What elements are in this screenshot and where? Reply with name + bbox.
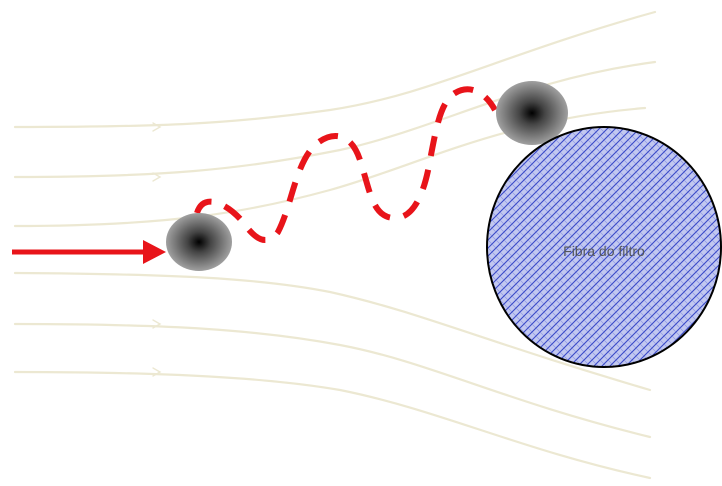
streamline: [13, 322, 652, 439]
filter-fiber: Fibra do filtro: [486, 126, 722, 368]
particles: [166, 81, 568, 271]
particle-path: [194, 86, 498, 243]
streamline: [13, 271, 652, 392]
streamline-arrowmark: [152, 172, 162, 182]
particle-captured: [496, 81, 568, 145]
fiber-body: [486, 126, 722, 368]
streamline: [13, 10, 657, 129]
streamline-arrowmark: [152, 122, 162, 132]
streamline: [13, 370, 652, 480]
streamline-arrowmark: [152, 367, 162, 377]
streamlines: [13, 10, 657, 480]
particle-start: [166, 213, 232, 271]
incoming-arrow: [12, 240, 166, 264]
fiber-label: Fibra do filtro: [563, 243, 645, 259]
streamline-arrowmark: [152, 319, 162, 329]
